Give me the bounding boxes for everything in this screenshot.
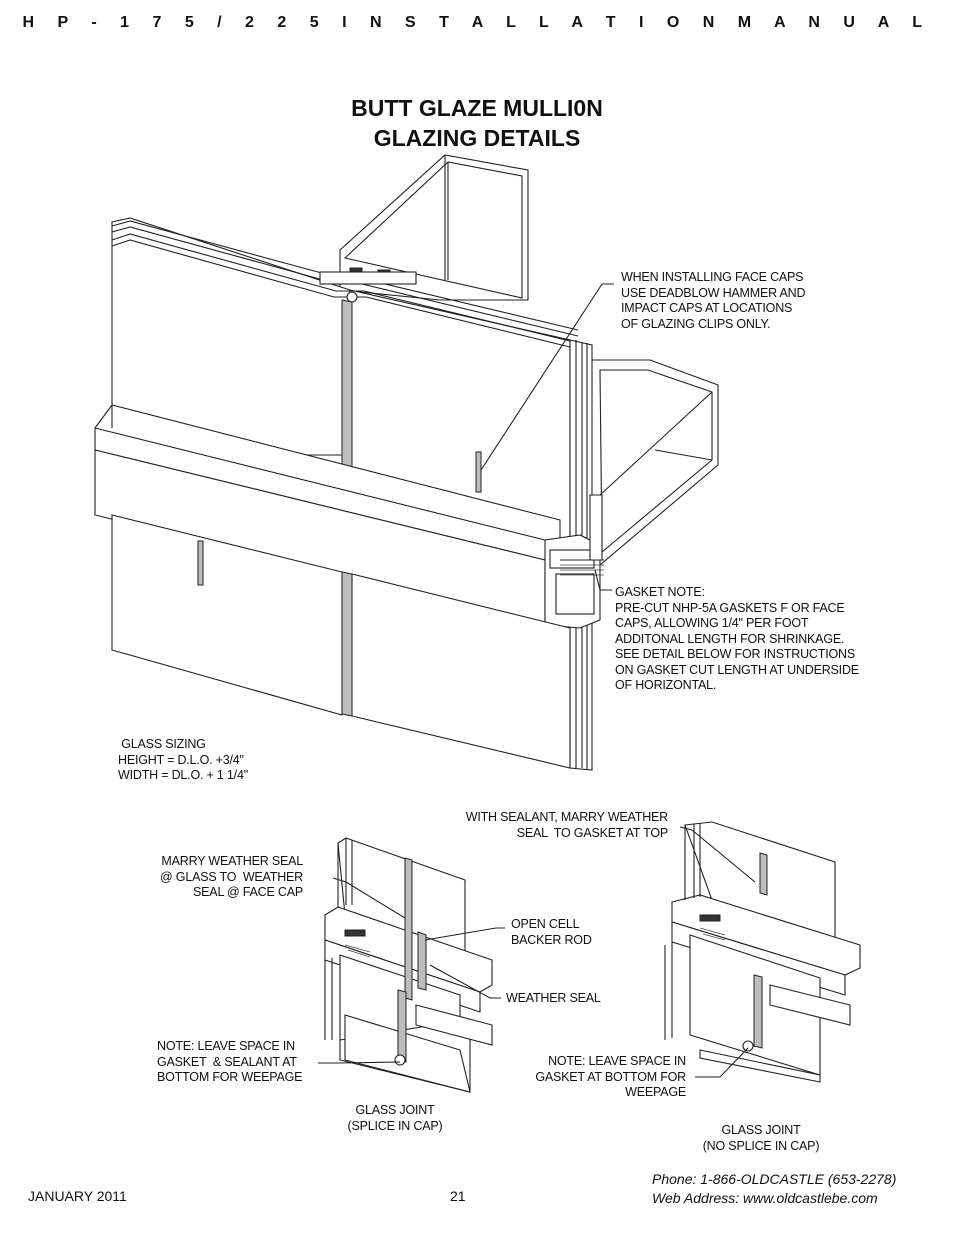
with-sealant-note: WITH SEALANT, MARRY WEATHER SEAL TO GASK… [465, 810, 668, 840]
contact-info: Phone: 1-866-OLDCASTLE (653-2278) Web Ad… [652, 1170, 896, 1208]
footer-date: JANUARY 2011 [28, 1188, 127, 1204]
leave-space-right-note: NOTE: LEAVE SPACE IN GASKET AT BOTTOM FO… [535, 1054, 686, 1099]
glass-joint-splice-label: GLASS JOINT (SPLICE IN CAP) [347, 1103, 443, 1133]
title-line-1: BUTT GLAZE MULLI0N [351, 95, 603, 121]
face-caps-note: WHEN INSTALLING FACE CAPS USE DEADBLOW H… [621, 270, 806, 331]
detail-splice-in-cap [318, 837, 505, 1093]
glass-joint-no-splice-label: GLASS JOINT (NO SPLICE IN CAP) [702, 1123, 820, 1153]
weather-seal-note: WEATHER SEAL [506, 991, 601, 1005]
page-title: BUTT GLAZE MULLI0N GLAZING DETAILS [0, 93, 954, 153]
title-line-2: GLAZING DETAILS [373, 125, 581, 151]
detail-no-splice-in-cap [664, 821, 861, 1083]
main-detail-drawing [94, 154, 719, 771]
web-address: Web Address: www.oldcastlebe.com [652, 1190, 878, 1206]
marry-weather-seal-note: MARRY WEATHER SEAL @ GLASS TO WEATHER SE… [160, 854, 303, 899]
leave-space-left-note: NOTE: LEAVE SPACE IN GASKET & SEALANT AT… [157, 1039, 303, 1084]
glass-sizing-note: GLASS SIZING HEIGHT = D.L.O. +3/4" WIDTH… [118, 737, 248, 782]
gasket-note: GASKET NOTE: PRE-CUT NHP-5A GASKETS F OR… [615, 585, 859, 692]
phone-number: Phone: 1-866-OLDCASTLE (653-2278) [652, 1171, 897, 1187]
page-number: 21 [450, 1188, 466, 1204]
manual-header: H P - 1 7 5 / 2 2 5 I N S T A L L A T I … [22, 14, 932, 31]
open-cell-backer-rod-note: OPEN CELL BACKER ROD [511, 917, 592, 947]
